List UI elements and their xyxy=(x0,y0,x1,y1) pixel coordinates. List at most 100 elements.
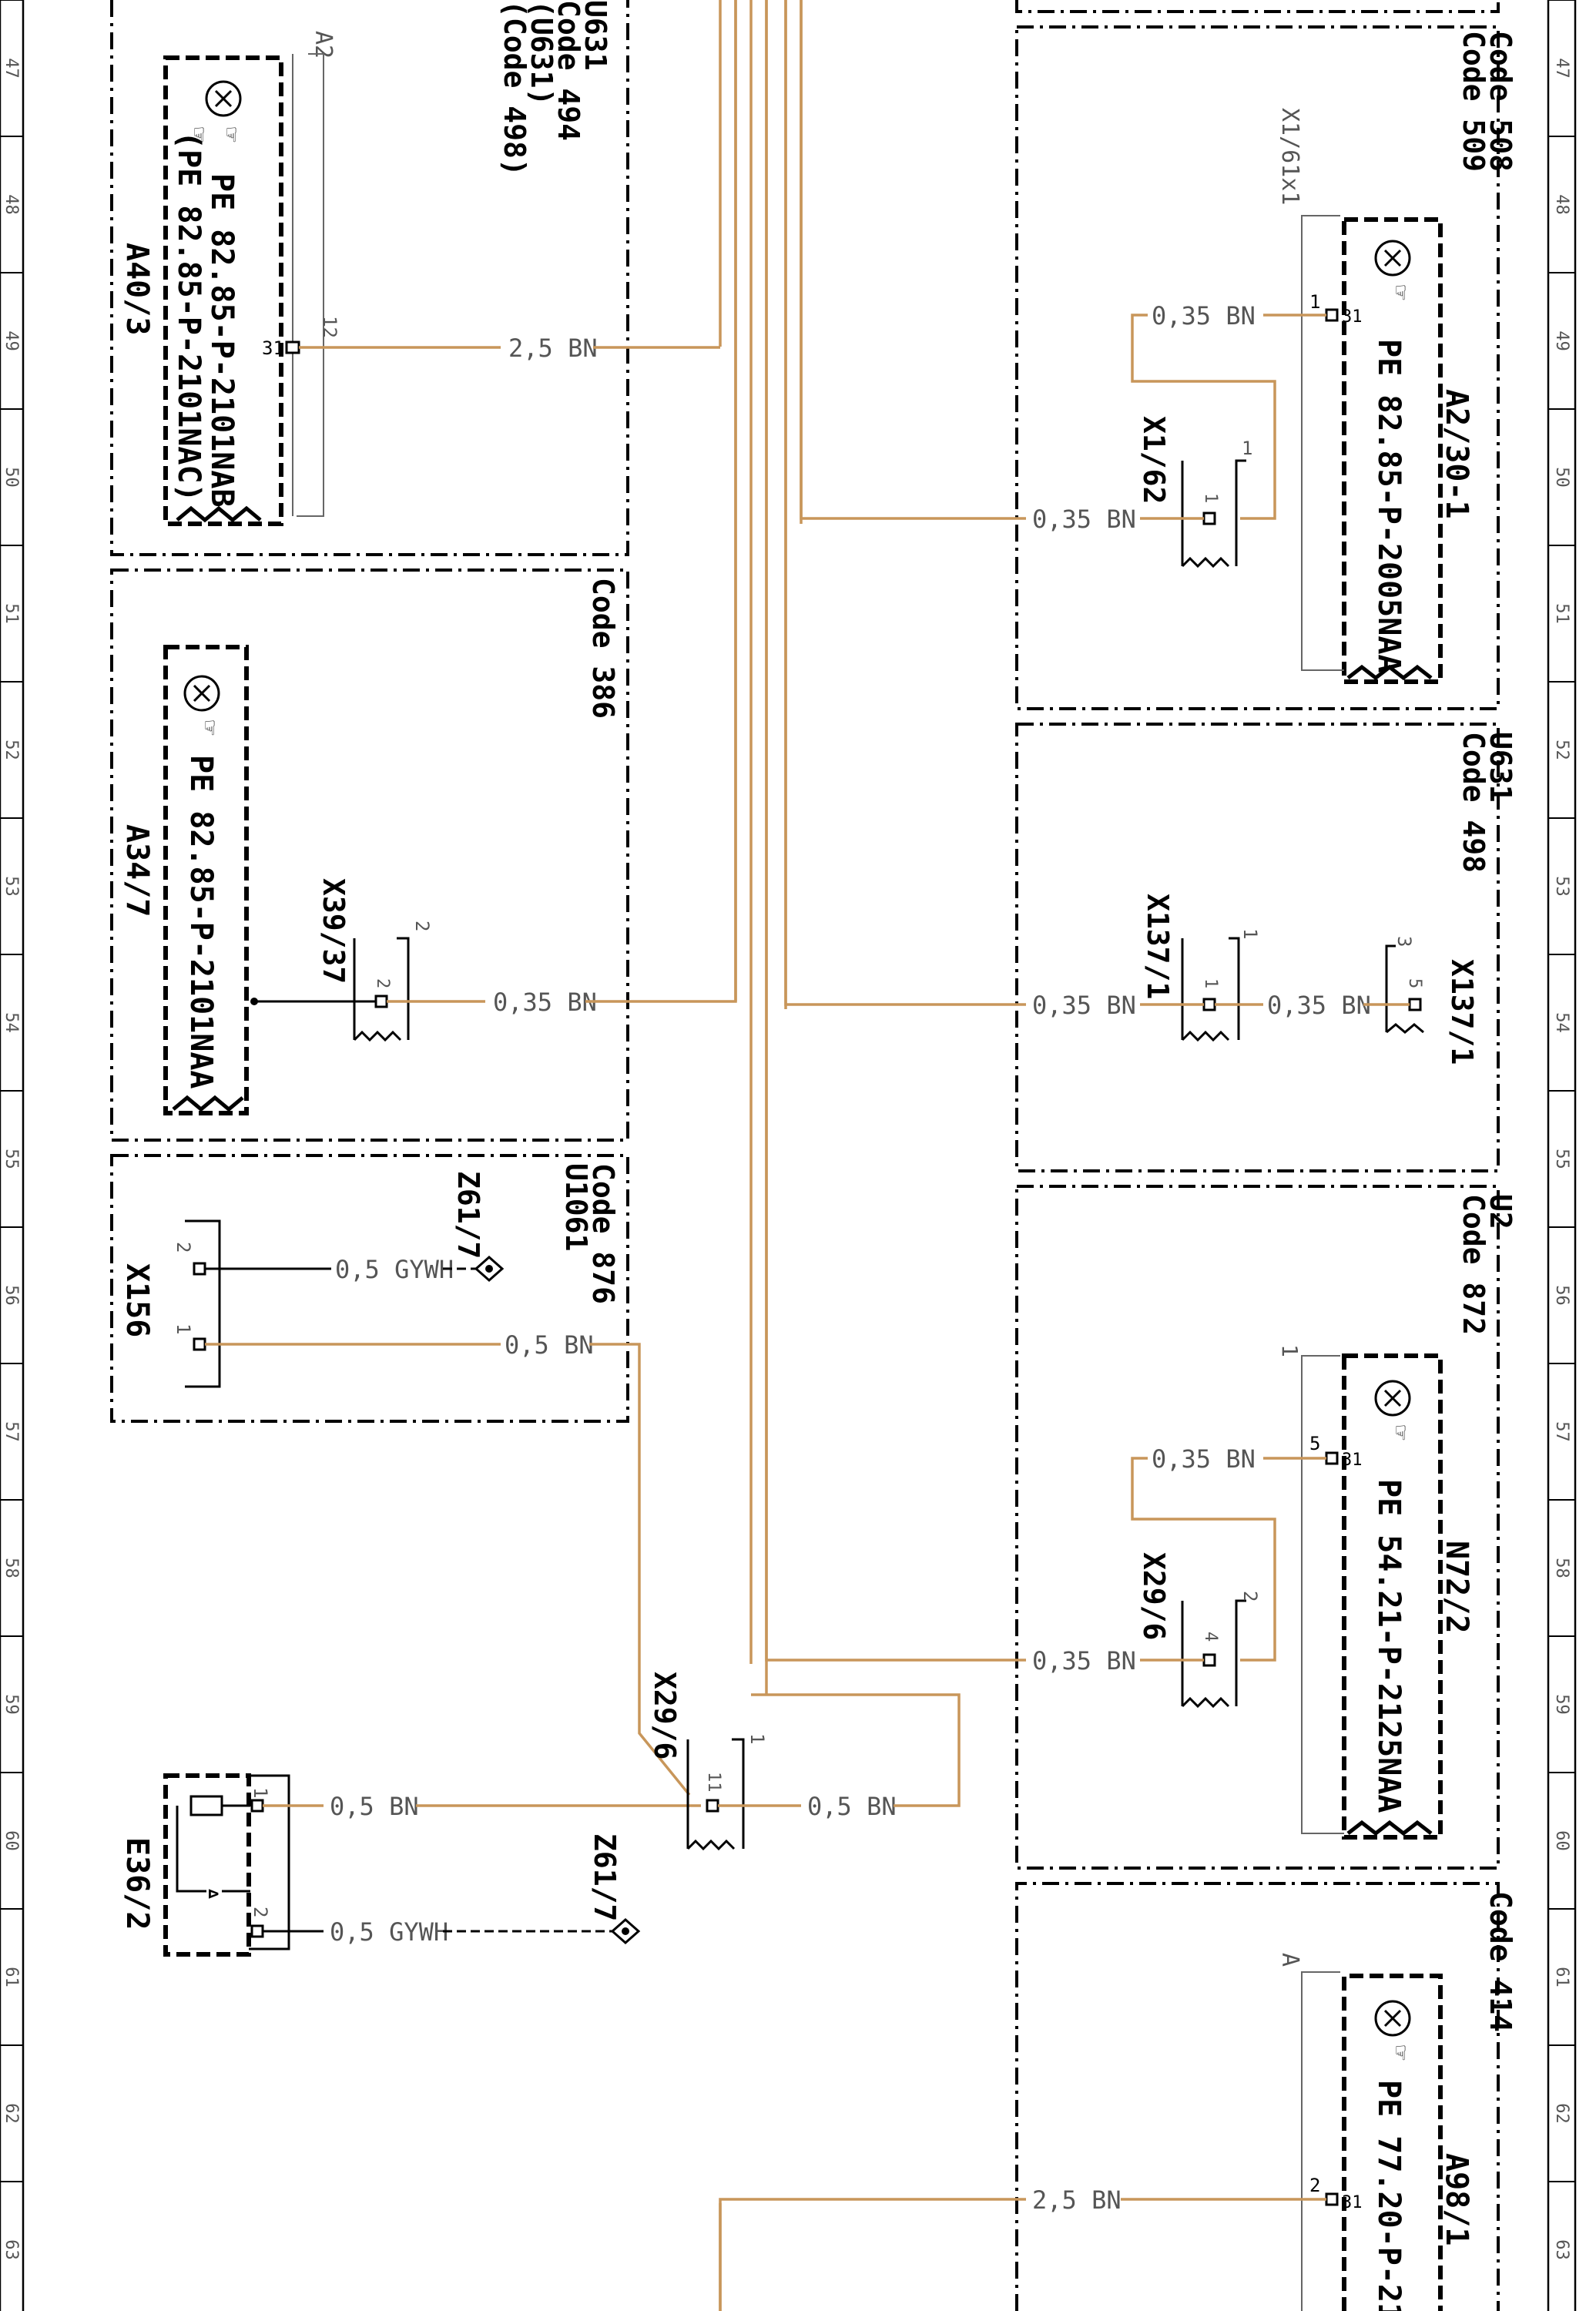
pin-inner-label: 31 xyxy=(1342,2193,1363,2212)
ruler-num-left: 55 xyxy=(2,1149,21,1169)
ruler-num-left: 48 xyxy=(2,194,21,215)
pin-outer-label: 5 xyxy=(1309,1433,1320,1454)
ruler-num-left: 50 xyxy=(2,467,21,488)
pin-x156-1[interactable]: 1 xyxy=(173,1323,206,1351)
ruler-num-right: 49 xyxy=(1552,330,1571,351)
box-a34-7[interactable]: ☞ PE 82.85-P-2101NAA A34/7 Code 386 2 2 … xyxy=(110,0,737,1142)
ruler-num-left: 47 xyxy=(2,58,21,79)
e36-2-pin1: 1 xyxy=(250,1787,271,1798)
component-a40-3[interactable]: ☞ ☞ xyxy=(163,55,283,526)
ruler-num-left: 58 xyxy=(2,1558,21,1578)
diode-icon: ⊳ xyxy=(208,1883,219,1904)
x137-1-wire-a: 0,35 BN xyxy=(1032,991,1136,1020)
a40-3-pe1: PE 82.85-P-2101NAB xyxy=(204,173,240,507)
pin-outer-label: 12 xyxy=(319,316,340,338)
box-a40-3[interactable]: ☞ ☞ PE 82.85-P-2101NAB (PE 82.85-P-2101N… xyxy=(110,0,720,556)
ruler-num-right: 50 xyxy=(1552,467,1571,488)
n72-2-wire-b: 0,35 BN xyxy=(1032,1646,1136,1675)
connector-x137-1-b[interactable]: 3 5 X137/1 xyxy=(1385,936,1479,1065)
x29-6-wire-out: 0,5 BN xyxy=(807,1792,897,1821)
ruler-num-right: 58 xyxy=(1552,1558,1571,1578)
ruler-num-right: 61 xyxy=(1552,1967,1571,1987)
a40-3-pe2: (PE 82.85-P-2101NAC) xyxy=(171,131,206,502)
frame-ruler-left xyxy=(0,0,25,2311)
connector-label: X137/1 xyxy=(1141,894,1175,999)
a34-7-wire-label: 0,35 BN xyxy=(493,988,597,1017)
n72-2-code-1: U2 xyxy=(1484,1194,1517,1229)
ruler-num-left: 54 xyxy=(2,1012,21,1033)
n72-2-wire-a: 0,35 BN xyxy=(1152,1444,1256,1474)
a2-30-1-conn: X1/61x1 xyxy=(1276,108,1303,205)
n72-2-conn: 1 xyxy=(1277,1344,1303,1357)
box-a2-30-1[interactable]: Code 508 Code 509 ☞ PE 82.85-P-2005NAA A… xyxy=(800,0,1517,710)
ruler-num-left: 57 xyxy=(2,1421,21,1442)
ruler-num-left: 61 xyxy=(2,1967,21,1987)
ruler-num-right: 47 xyxy=(1552,58,1571,79)
connector-x1-62[interactable]: 1 1 X1/62 xyxy=(1137,416,1252,569)
box-x137-1[interactable]: U631 Code 498 1 1 X137/1 3 5 X137/1 0,35… xyxy=(784,0,1517,1172)
a40-3-label: A40/3 xyxy=(119,243,155,335)
transistor-icon xyxy=(1374,2000,1411,2037)
ground-symbol xyxy=(610,1917,641,1945)
ruler-num-left: 56 xyxy=(2,1285,21,1306)
box-a98-1[interactable]: Code 414 ☞ PE 77.20-P-210 A98/1 A 2 31 2… xyxy=(719,1882,1517,2311)
pin-top-label: 1 xyxy=(1242,438,1252,459)
connector-label: X39/37 xyxy=(317,878,350,984)
a34-7-pe: PE 82.85-P-2101NAA xyxy=(183,755,219,1088)
pin-top-label: 1 xyxy=(746,1733,768,1744)
n72-2-label: N72/2 xyxy=(1439,1541,1474,1633)
x137-1-code-2: Code 498 xyxy=(1457,732,1490,873)
n72-2-pe: PE 54.21-P-2125NAA xyxy=(1371,1479,1407,1813)
pin-x156-2[interactable]: 2 xyxy=(173,1242,206,1276)
ruler-num-left: 49 xyxy=(2,330,21,351)
a2-30-1-wire-a: 0,35 BN xyxy=(1152,301,1256,330)
pin-top-label: 1 xyxy=(1239,928,1261,939)
pin-a40-3[interactable]: 12 31 xyxy=(262,316,340,359)
connector-x29-6-left[interactable]: 1 11 X29/6 0,5 BN xyxy=(648,1672,961,1851)
ruler-num-right: 52 xyxy=(1552,740,1571,760)
ruler-num-right: 57 xyxy=(1552,1421,1571,1442)
connector-label: X29/6 xyxy=(648,1672,682,1759)
component-n72-2[interactable]: ☞ xyxy=(1342,1353,1443,1840)
component-a2-30-1[interactable]: ☞ xyxy=(1342,217,1443,684)
hand-icon: ☞ xyxy=(1386,2045,1416,2061)
ruler-num-right: 56 xyxy=(1552,1285,1571,1306)
a98-1-wire: 2,5 BN xyxy=(1032,2185,1122,2215)
trunk-wires xyxy=(719,0,803,2311)
transistor-icon xyxy=(1374,240,1411,277)
box-x156[interactable]: Code 876 U1061 Z61/7 2 1 X156 0,5 GYWH 0… xyxy=(110,1154,691,1796)
a40-3-code-4: (Code 498) xyxy=(498,0,531,176)
component-a98-1[interactable]: ☞ xyxy=(1342,1974,1443,2311)
e36-2-pin2: 2 xyxy=(250,1907,271,1917)
ruler-num-right: 55 xyxy=(1552,1149,1571,1169)
ruler-num-left: 53 xyxy=(2,876,21,897)
a40-3-code-2: Code 494 xyxy=(552,0,585,141)
connector-x29-6-right[interactable]: 2 4 X29/6 xyxy=(1137,1552,1261,1709)
component-e36-2[interactable]: ⊳ 1 2 E36/2 0,5 BN 0,5 GYWH Z61/7 xyxy=(119,1773,701,1957)
pin-inner-label: 31 xyxy=(262,337,284,359)
pin-inner-label: 1 xyxy=(1201,978,1220,988)
connector-x137-1-a[interactable]: 1 1 X137/1 xyxy=(1141,894,1261,1042)
a2-30-1-wire-b: 0,35 BN xyxy=(1032,505,1136,534)
ruler-num-left: 51 xyxy=(2,603,21,624)
a40-3-code-1: U631 xyxy=(578,0,612,71)
a2-30-1-code-1: Code 508 xyxy=(1484,31,1517,172)
a40-3-code-3: (U631) xyxy=(525,0,558,106)
x137-1-wire-b: 0,35 BN xyxy=(1267,991,1371,1020)
a98-1-code: Code 414 xyxy=(1484,1891,1517,2032)
ruler-num-right: 51 xyxy=(1552,603,1571,624)
box-n72-2[interactable]: U2 Code 872 ☞ PE 54.21-P-2125NAA N72/2 1… xyxy=(765,0,1517,1870)
pin-top-label: 2 xyxy=(1239,1591,1261,1602)
ruler-num-right: 48 xyxy=(1552,194,1571,215)
ruler-num-right: 59 xyxy=(1552,1694,1571,1715)
a34-7-label: A34/7 xyxy=(119,824,155,917)
component-a34-7[interactable]: ☞ xyxy=(163,645,249,1115)
hand-icon: ☞ xyxy=(196,720,225,736)
hand-icon: ☞ xyxy=(185,127,214,143)
connector-x39-37[interactable]: 2 2 X39/37 xyxy=(317,878,433,1042)
ruler-num-left: 52 xyxy=(2,740,21,760)
ruler-num-left: 59 xyxy=(2,1694,21,1715)
hand-icon: ☞ xyxy=(217,127,246,143)
